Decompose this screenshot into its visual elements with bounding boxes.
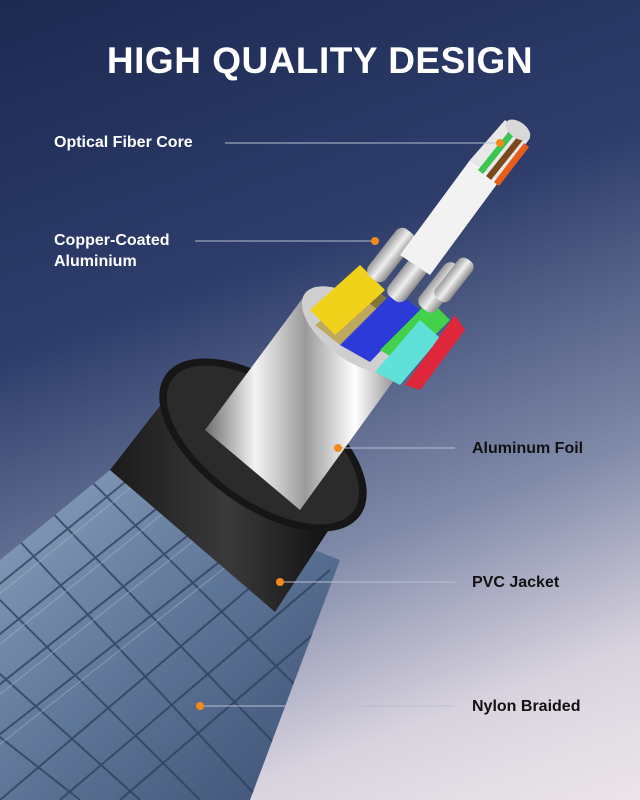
marker-dot-braid (196, 702, 204, 710)
page-title: HIGH QUALITY DESIGN (106, 40, 534, 81)
leader-lines (195, 142, 500, 707)
label-nylon-braided: Nylon Braided (472, 698, 581, 715)
label-pvc-jacket: PVC Jacket (472, 574, 560, 591)
optical-fiber-core-shape (400, 119, 531, 275)
marker-dot-jacket (276, 578, 284, 586)
marker-dot-copper (371, 237, 379, 245)
label-copper-coated-line2: Aluminium (54, 253, 137, 270)
label-optical-fiber-core: Optical Fiber Core (54, 134, 193, 151)
marker-dot-fiber (496, 139, 504, 147)
label-copper-coated-aluminium: Copper-Coated Aluminium (54, 230, 170, 272)
label-aluminum-foil: Aluminum Foil (472, 440, 584, 457)
marker-dots (196, 139, 504, 710)
marker-dot-foil (334, 444, 342, 452)
colored-wires (310, 265, 465, 390)
label-copper-coated-line1: Copper-Coated (54, 232, 170, 249)
